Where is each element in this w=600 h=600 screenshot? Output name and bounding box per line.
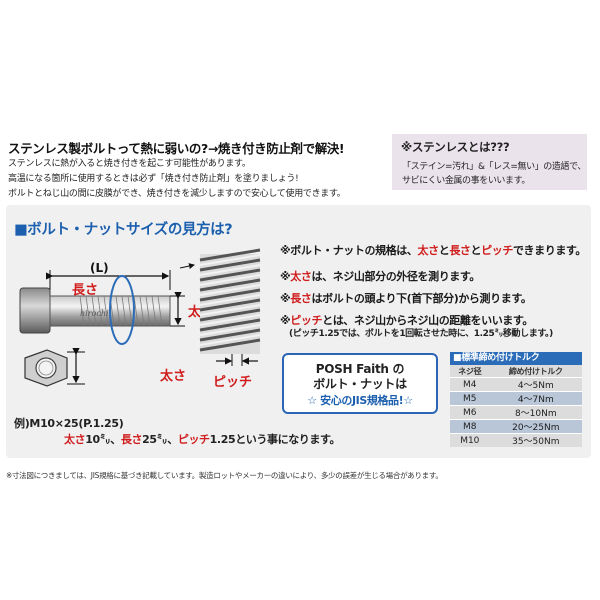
intro-line: ボルトとねじ山の間に皮膜ができ、焼き付きを減少しますので安心して使用できます。 bbox=[8, 189, 346, 199]
footnote: ※寸法図につきましては、JIS規格に基づき記載しています。製造ロットやメーカーの… bbox=[6, 471, 443, 480]
stainless-note-text: サビにくい金属の事をいいます。 bbox=[402, 176, 530, 186]
intro-line: ステンレスに熱が入ると焼き付きを起こす可能性があります。 bbox=[8, 159, 251, 169]
torque-value: 8～10Nm bbox=[489, 405, 582, 420]
bolt-head bbox=[19, 287, 51, 334]
jis-callout-text: POSH Faith の bbox=[315, 362, 405, 376]
example-label: 例)M10×25(P.1.25) bbox=[14, 417, 124, 430]
torque-value: 35～50Nm bbox=[489, 433, 582, 447]
torque-size: M4 bbox=[450, 377, 490, 392]
spec-rule: ※太さは、ネジ山部分の外径を測ります。 bbox=[280, 270, 480, 283]
pitch-label: ピッチ bbox=[213, 375, 252, 390]
length-label: 長さ bbox=[72, 283, 98, 298]
torque-size: M8 bbox=[450, 419, 490, 434]
section-title: ■ボルト・ナットサイズの見方は? bbox=[14, 222, 233, 238]
stainless-note-text: 「ステイン=汚れ」&「レス=無い」の造語で、 bbox=[402, 162, 586, 172]
torque-col-torque: 締め付けトルク bbox=[489, 365, 582, 378]
intro-heading: ステンレス製ボルトって熱に弱いの?→焼き付き防止剤で解決! bbox=[8, 141, 345, 156]
torque-value: 20～25Nm bbox=[489, 419, 582, 434]
head-engraving: hirochi bbox=[80, 309, 109, 318]
jis-callout-text: ボルト・ナットは bbox=[313, 377, 407, 391]
jis-callout-text: ☆ 安心のJIS規格品!☆ bbox=[307, 394, 413, 407]
intro-line: 高温になる箇所に使用するときは必ず「焼き付き防止剤」を塗りましょう! bbox=[8, 174, 299, 184]
zoom-arrow bbox=[179, 263, 195, 269]
torque-size: M6 bbox=[450, 405, 490, 420]
stainless-note-box bbox=[392, 134, 587, 190]
stainless-note-title: ※ステンレスとは??? bbox=[401, 140, 510, 154]
torque-size: M10 bbox=[450, 433, 490, 447]
thickness-label-nut: 太さ bbox=[159, 368, 186, 384]
bolt-nut-diagram: (L) 長さ hirochi 太さ 太さ ピッチ bbox=[19, 248, 261, 390]
spec-rule: ※長さはボルトの頭より下(首下部分)から測ります。 bbox=[280, 292, 532, 305]
spec-rule: ※ピッチとは、ネジ山からネジ山の距離をいいます。 bbox=[280, 314, 534, 327]
length-start-highlight bbox=[109, 275, 135, 345]
torque-value: 4～7Nm bbox=[489, 391, 582, 406]
thread-closeup bbox=[199, 248, 261, 354]
pitch-note: (ピッチ1.25では、ボルトを1回転させた時に、1.25㍉移動します。) bbox=[289, 329, 553, 339]
torque-col-size: ネジ径 bbox=[450, 365, 490, 378]
torque-table-title: ■標準締め付けトルク bbox=[450, 352, 582, 365]
length-dim-label: (L) bbox=[90, 261, 109, 275]
jis-callout-box bbox=[282, 353, 438, 414]
example-explanation: 太さ10㍉、長さ25㍉、ピッチ1.25という事になります。 bbox=[64, 433, 341, 446]
torque-size: M5 bbox=[450, 391, 490, 406]
spec-rule: ※ボルト・ナットの規格は、太さと長さとピッチできまります。 bbox=[280, 244, 587, 257]
torque-value: 4～5Nm bbox=[489, 377, 582, 392]
